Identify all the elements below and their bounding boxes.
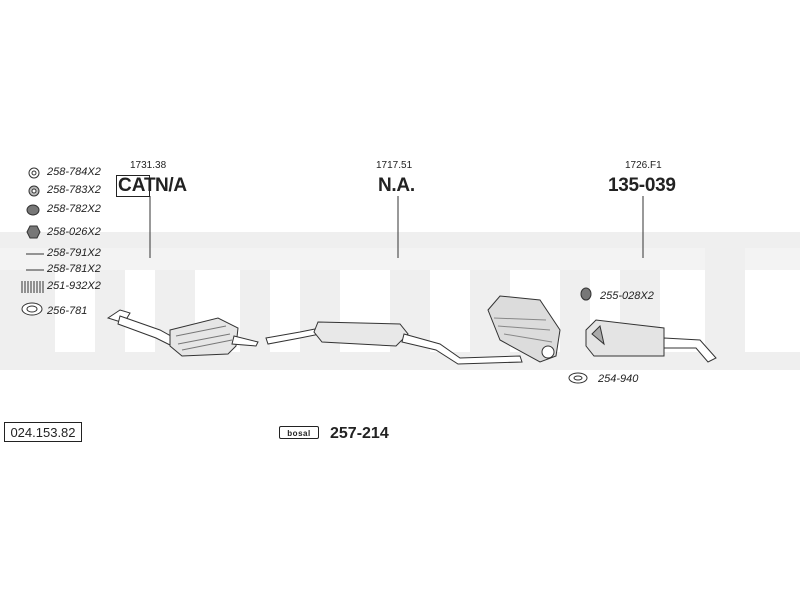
rubber-hanger-icon <box>580 287 592 301</box>
middle-availability-label: N.A. <box>378 175 415 196</box>
accessory-label: 258-783X2 <box>47 184 101 196</box>
accessory-icons-left <box>21 167 44 316</box>
part-number-front: 1731.38 <box>130 160 167 171</box>
rubber-hanger-icon <box>26 204 40 216</box>
accessory-label: 258-784X2 <box>47 166 101 178</box>
accessory-icons-right <box>568 287 592 384</box>
part-number-rear: 1726.F1 <box>625 160 662 171</box>
front-availability-label: N/A <box>155 175 187 196</box>
cat-badge <box>116 175 150 197</box>
middle-pipe-resonator <box>265 321 523 365</box>
front-pipe-catalytic-converter <box>106 309 259 357</box>
accessory-label: 258-026X2 <box>47 226 101 238</box>
accessory-label: 254-940 <box>598 373 639 385</box>
accessory-label: 258-782X2 <box>47 203 101 215</box>
kit-number: 257-214 <box>330 425 389 442</box>
accessory-label: 255-028X2 <box>600 290 654 302</box>
rear-silencer <box>585 319 717 363</box>
spring-icon <box>21 281 44 293</box>
nut-icon <box>26 225 41 239</box>
accessory-label: 256-781 <box>47 305 88 317</box>
brand-watermark <box>0 232 800 370</box>
rear-part-label: 135-039 <box>608 175 676 196</box>
reference-code: 024.153.82 <box>4 422 82 442</box>
accessory-label: 258-791X2 <box>47 247 101 259</box>
cat-label: CAT <box>118 175 156 196</box>
accessory-label: 251-932X2 <box>47 280 101 292</box>
brand-logo-badge: bosal <box>279 426 319 439</box>
part-number-middle: 1717.51 <box>376 160 413 171</box>
accessory-label: 258-781X2 <box>47 263 101 275</box>
center-silencer <box>487 295 561 363</box>
